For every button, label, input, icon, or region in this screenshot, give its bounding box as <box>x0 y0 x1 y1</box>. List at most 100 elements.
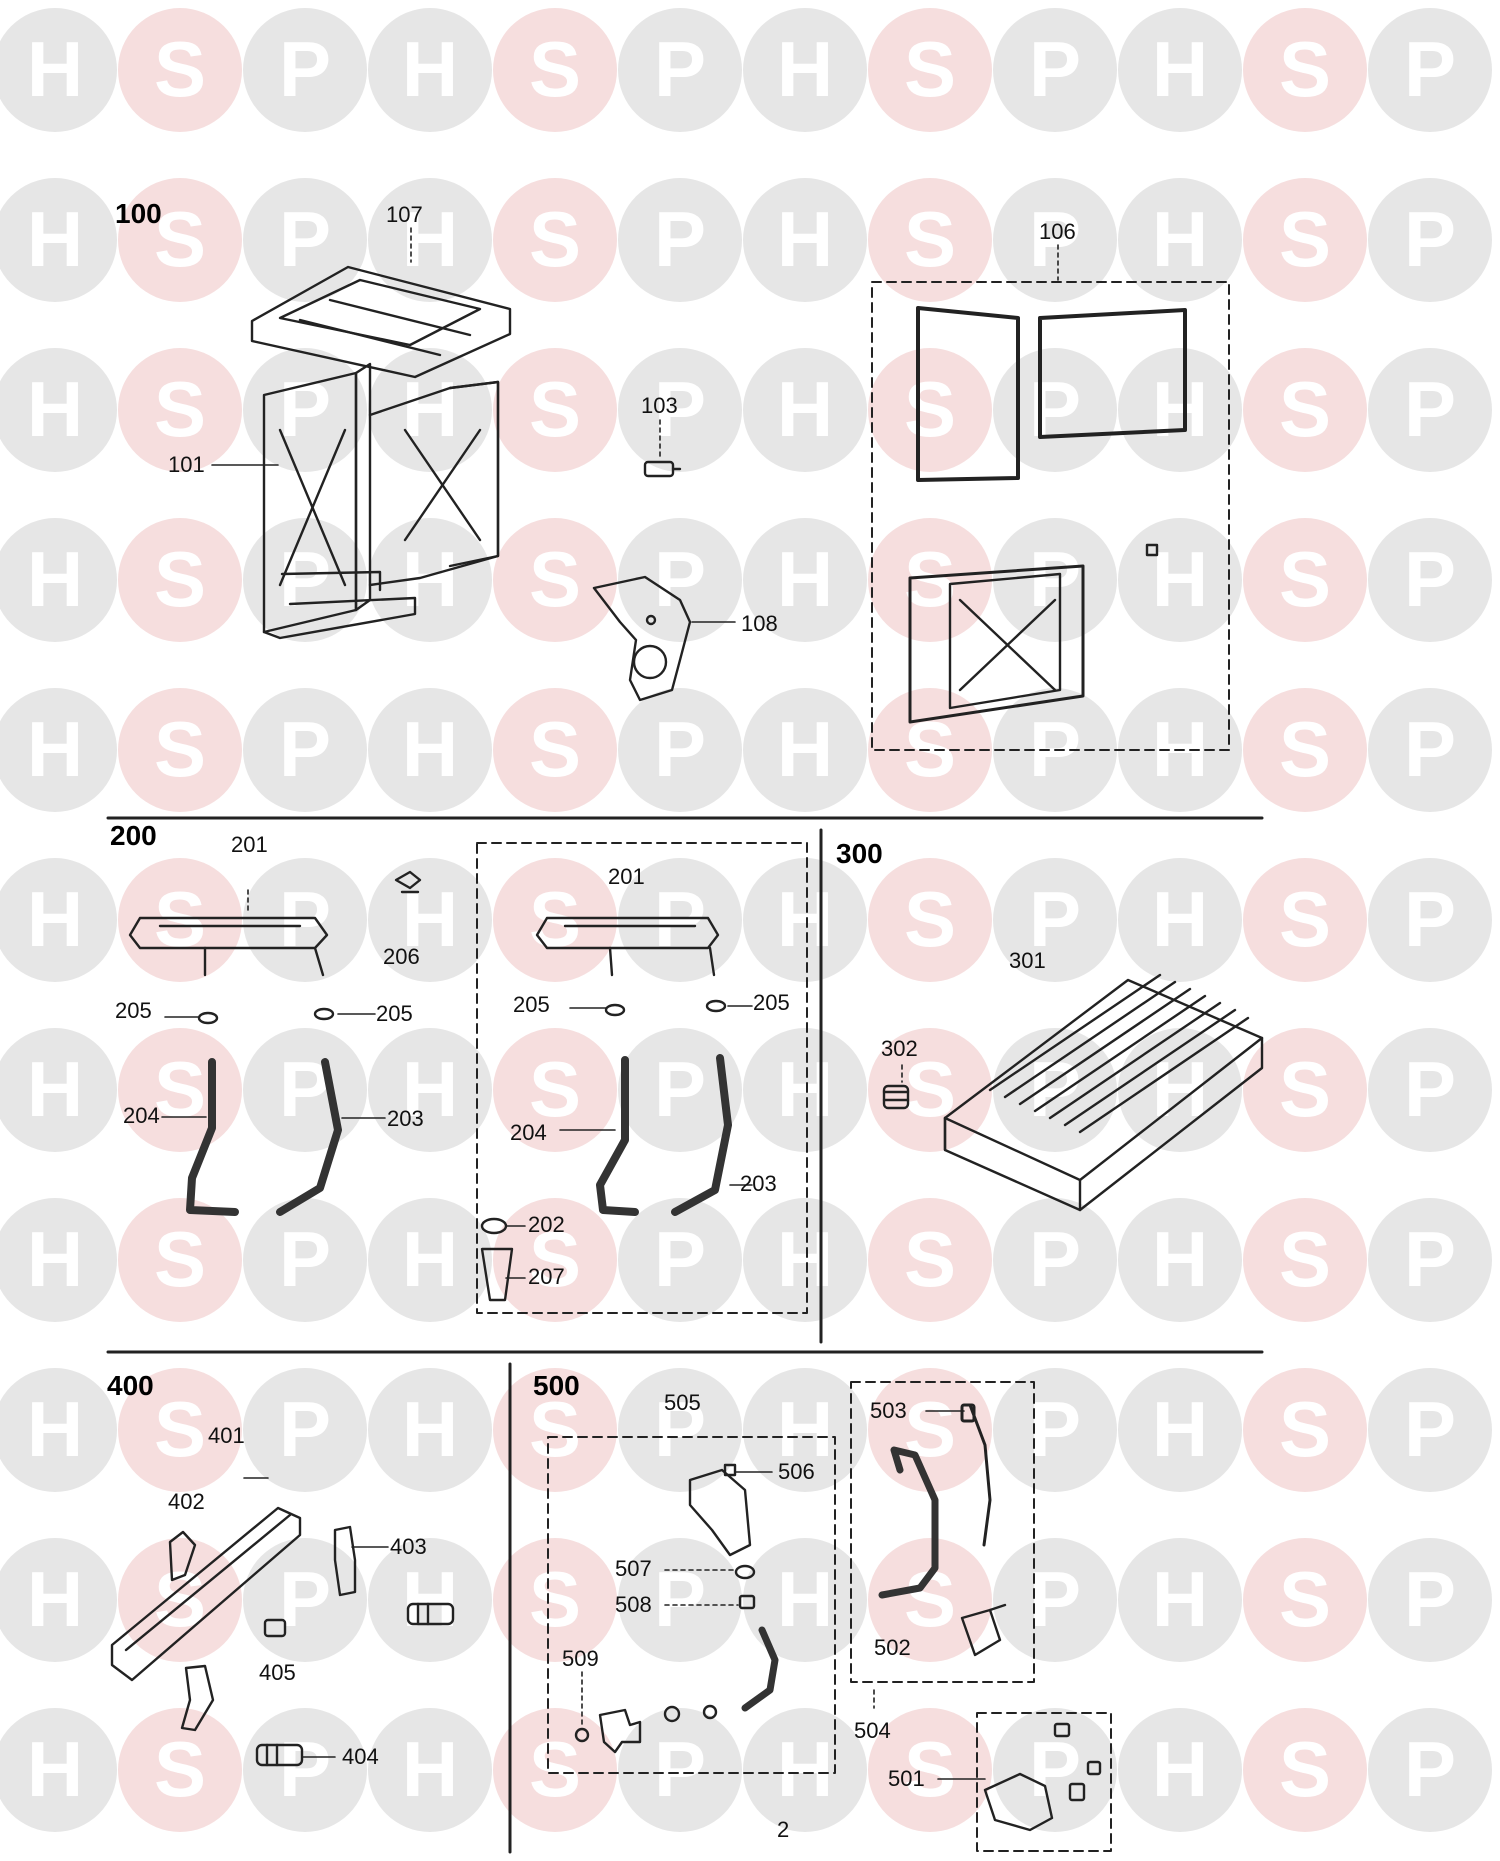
watermark-circle <box>118 8 242 132</box>
watermark-letter: H <box>1152 1555 1208 1643</box>
watermark-circle <box>1368 1368 1492 1492</box>
part-pipe-elbow <box>741 1626 779 1712</box>
watermark-letter: H <box>27 365 83 453</box>
part-403b-bracket <box>180 1664 215 1732</box>
label-501: 501 <box>888 1766 925 1791</box>
label-203-left: 203 <box>387 1106 424 1131</box>
watermark-circle <box>743 688 867 812</box>
watermark-circle <box>743 1028 867 1152</box>
watermark-letter: H <box>402 705 458 793</box>
watermark-letter: H <box>27 535 83 623</box>
watermark-letter: S <box>1279 1385 1331 1473</box>
watermark-circle <box>493 1538 617 1662</box>
label-401: 401 <box>208 1423 245 1448</box>
watermark-letter: P <box>1029 1555 1081 1643</box>
part-103-screw <box>643 460 682 478</box>
watermark-circle <box>368 518 492 642</box>
watermark-circle <box>1118 518 1242 642</box>
watermark-letter: P <box>1029 25 1081 113</box>
watermark-circle <box>1118 1708 1242 1832</box>
watermark-circle <box>243 8 367 132</box>
part-507-washer <box>734 1564 756 1580</box>
watermark-circle <box>1368 1198 1492 1322</box>
watermark-letter: P <box>654 1045 706 1133</box>
watermark-circle <box>368 1198 492 1322</box>
label-201-left: 201 <box>231 832 268 857</box>
watermark-letter: P <box>279 1725 331 1813</box>
watermark-circle <box>0 688 117 812</box>
watermark-circle <box>1368 8 1492 132</box>
watermark-letter: H <box>777 1215 833 1303</box>
watermark-circle <box>618 178 742 302</box>
watermark-circle <box>868 858 992 982</box>
watermark-letter: P <box>1404 875 1456 963</box>
watermark-letter: P <box>279 1215 331 1303</box>
watermark-circle <box>1243 178 1367 302</box>
watermark-letter: P <box>654 25 706 113</box>
part-404-screw <box>255 1743 304 1767</box>
watermark-circle <box>493 8 617 132</box>
watermark-letter: H <box>777 195 833 283</box>
watermark-circle <box>1118 1538 1242 1662</box>
label-202: 202 <box>528 1212 565 1237</box>
watermark-circle <box>118 688 242 812</box>
watermark-circle <box>243 178 367 302</box>
watermark-letter: P <box>279 25 331 113</box>
watermark-letter: H <box>777 535 833 623</box>
group-box-106 <box>871 281 1230 751</box>
watermark-letter: H <box>27 1385 83 1473</box>
label-301: 301 <box>1009 948 1046 973</box>
watermark-letter: P <box>279 195 331 283</box>
watermark-circle <box>868 1708 992 1832</box>
watermark-letter: P <box>654 535 706 623</box>
watermark-circle <box>0 1028 117 1152</box>
watermark-letter: S <box>529 365 581 453</box>
watermark-circle <box>618 518 742 642</box>
part-508-nipple <box>738 1594 756 1610</box>
watermark-letter: P <box>279 1555 331 1643</box>
watermark-letter: S <box>154 1045 206 1133</box>
watermark-letter: H <box>402 1215 458 1303</box>
label-204-right: 204 <box>510 1120 547 1145</box>
watermark-letter: H <box>27 1045 83 1133</box>
part-washer-small <box>663 1704 718 1723</box>
watermark-letter: P <box>279 705 331 793</box>
watermark-circle <box>868 348 992 472</box>
watermark-circle <box>868 1538 992 1662</box>
watermark-circle <box>0 1198 117 1322</box>
watermark-circle <box>118 178 242 302</box>
watermark-circle <box>1243 1538 1367 1662</box>
watermark-letter: H <box>777 1555 833 1643</box>
watermark-circle <box>118 1198 242 1322</box>
watermark-circle <box>1243 348 1367 472</box>
watermark-circle <box>1118 348 1242 472</box>
part-509-fitting <box>574 1708 642 1754</box>
watermark-letter: S <box>529 25 581 113</box>
watermark-circle <box>0 178 117 302</box>
watermark-letter: P <box>654 365 706 453</box>
watermark-circle <box>118 858 242 982</box>
part-206-nozzle <box>394 870 422 894</box>
watermark-letter: S <box>1279 1045 1331 1133</box>
watermark-letter: P <box>1404 195 1456 283</box>
watermark-letter: H <box>1152 875 1208 963</box>
part-401-rail <box>110 1506 302 1682</box>
watermark-circle <box>618 1028 742 1152</box>
watermark-letter: P <box>1404 535 1456 623</box>
label-302: 302 <box>881 1036 918 1061</box>
watermark-circle <box>1118 8 1242 132</box>
watermark-circle <box>368 1538 492 1662</box>
watermark-letter: H <box>1152 365 1208 453</box>
watermark-letter: P <box>1029 875 1081 963</box>
watermark-circle <box>743 1198 867 1322</box>
watermark-letter: H <box>402 1385 458 1473</box>
watermark-letter: P <box>1029 1215 1081 1303</box>
watermark-circle <box>1368 1538 1492 1662</box>
watermark-letter: H <box>777 1725 833 1813</box>
watermark-letter: H <box>27 1555 83 1643</box>
watermark-circle <box>743 178 867 302</box>
section-200-heading: 200 <box>110 820 157 851</box>
watermark-letter: S <box>904 195 956 283</box>
watermark-circle <box>368 1028 492 1152</box>
label-508: 508 <box>615 1592 652 1617</box>
